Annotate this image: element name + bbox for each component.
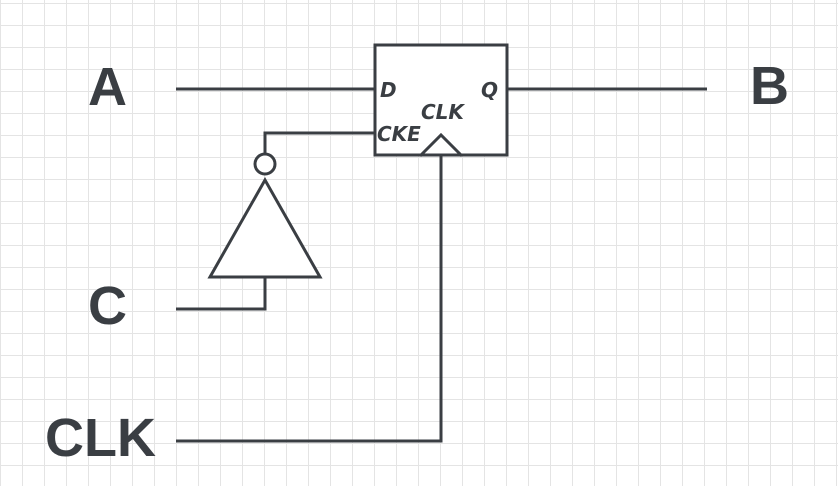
clock-edge-triangle [418, 132, 464, 158]
inverter-bubble [253, 152, 277, 176]
output-b-label: B [750, 56, 789, 116]
wire-c-to-inverter [176, 277, 267, 311]
input-a-label: A [88, 57, 127, 117]
pin-q-label: Q [481, 78, 498, 102]
pin-cke-label: CKE [377, 122, 421, 146]
wire-inverter-to-cke [263, 131, 375, 154]
inverter-triangle [207, 176, 323, 279]
pin-clk-label: CLK [421, 100, 465, 124]
input-c-label: C [88, 276, 127, 336]
pin-d-label: D [380, 78, 397, 102]
wire-clk-to-flipflop [176, 156, 443, 443]
input-clk-label: CLK [45, 408, 156, 468]
